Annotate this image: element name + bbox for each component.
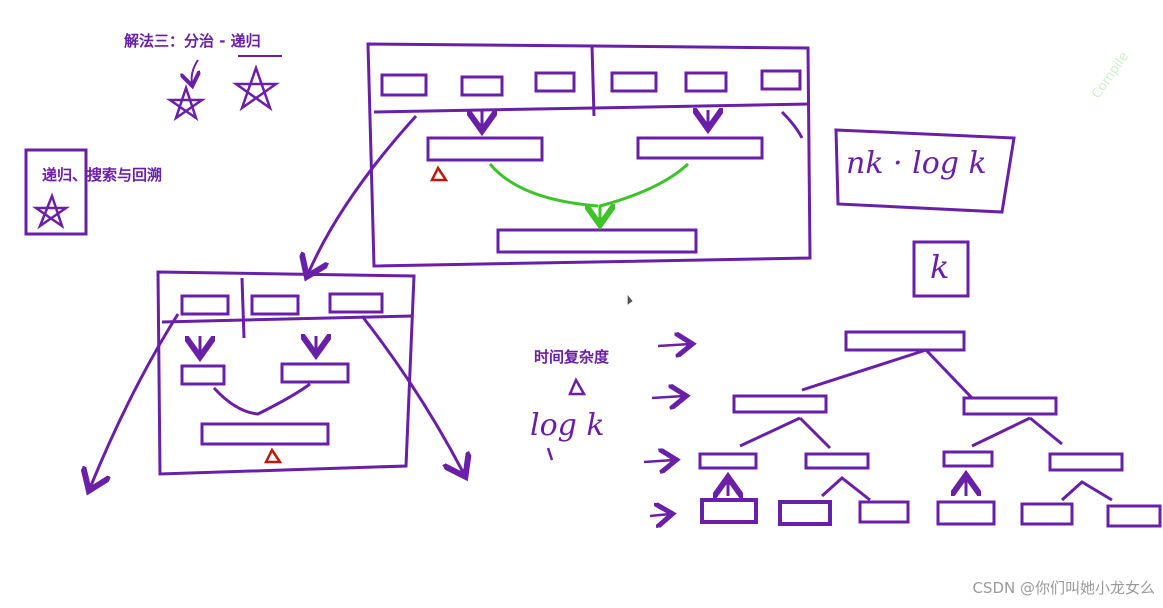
k-label: k xyxy=(930,248,950,286)
star-icon xyxy=(165,84,207,122)
star-icon xyxy=(31,192,71,230)
k-box xyxy=(912,240,970,298)
arrow-icon xyxy=(90,313,180,488)
csdn-watermark: CSDN @你们叫她小龙女么 xyxy=(972,579,1155,597)
recursion-search-backtrack-label: 递归、搜索与回溯 xyxy=(42,166,163,184)
complexity-box xyxy=(834,128,1016,214)
merge-line-right xyxy=(600,162,690,222)
level-arrows xyxy=(643,344,690,516)
delta-icon xyxy=(568,377,587,396)
delta-icon xyxy=(263,447,283,464)
logk-label: log k xyxy=(530,408,605,443)
arrow-icon xyxy=(192,59,198,84)
sub-divide-frame xyxy=(156,270,416,476)
nk-logk-label: nk · log k xyxy=(846,146,987,181)
top-divide-frame xyxy=(366,42,812,268)
method3-title: 解法三：分治 - 递归 xyxy=(124,32,261,50)
merge-line-left xyxy=(488,163,599,208)
arrow-icon xyxy=(308,114,418,274)
delta-icon xyxy=(429,165,449,182)
cursor-icon xyxy=(627,294,633,305)
arrow-icon xyxy=(360,315,464,474)
star-icon xyxy=(232,64,280,112)
time-complexity-label: 时间复杂度 xyxy=(534,348,610,366)
recursion-box xyxy=(24,148,88,236)
merge-tree xyxy=(698,330,1162,528)
